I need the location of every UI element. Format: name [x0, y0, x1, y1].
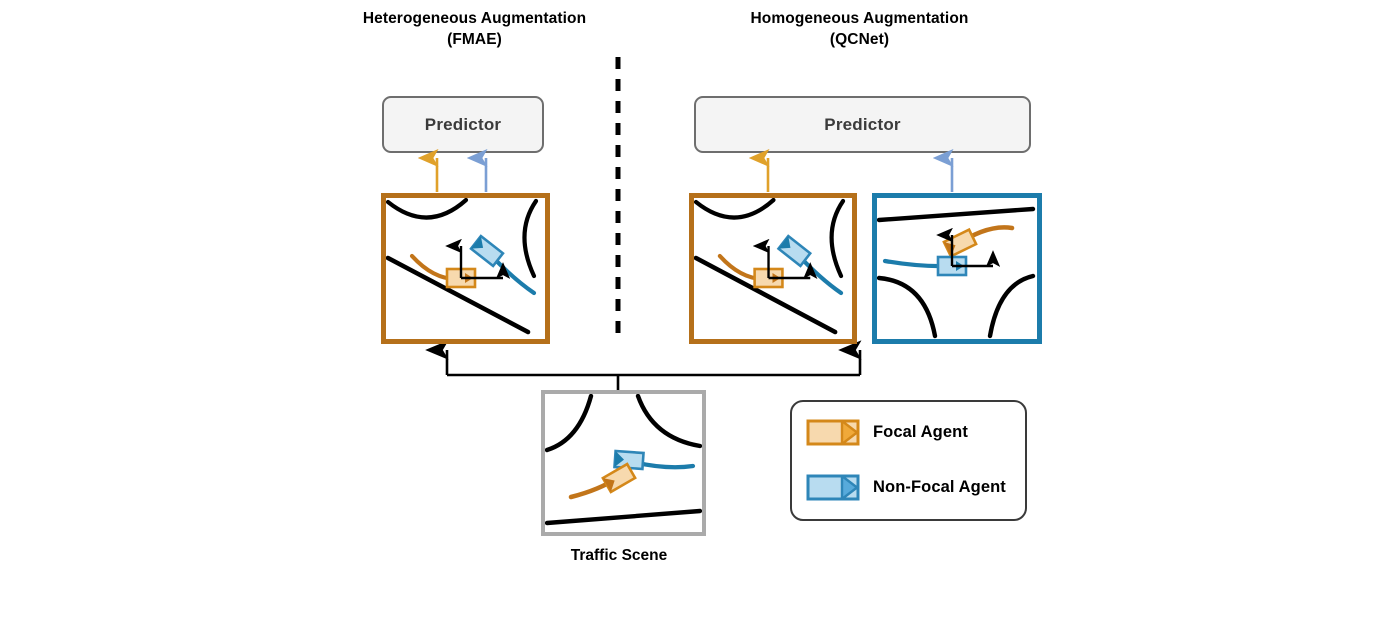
lane-marking-diagonal — [694, 255, 838, 335]
focal-agent-local-axes — [752, 238, 818, 280]
non-focal-agent-marker — [776, 234, 813, 268]
non-focal-agent-marker — [469, 234, 505, 268]
focal-agent-icon — [806, 419, 860, 446]
lane-marking-top-left — [694, 198, 776, 220]
lane-marking-right-curve — [522, 198, 539, 279]
column-title-line2: (FMAE) — [447, 31, 502, 48]
homogeneous-nonfocal-scene-drawing — [877, 206, 1036, 339]
scene-panel-homogeneous-nonfocal — [872, 193, 1042, 344]
lane-marking-right-curve — [829, 198, 846, 279]
legend-label-focal: Focal Agent — [873, 423, 968, 441]
predictor-label: Predictor — [824, 114, 901, 134]
focal-agent-marker — [601, 462, 637, 494]
column-title-homogeneous: Homogeneous Augmentation (QCNet) — [728, 8, 991, 50]
lane-marking-right-curve — [635, 394, 702, 449]
legend-item-focal-agent: Focal Agent — [806, 418, 968, 447]
predictor-box-left: Predictor — [382, 96, 544, 153]
lane-marking-diagonal — [386, 255, 531, 335]
scene-panel-homogeneous-focal — [689, 193, 857, 344]
lane-marking-bottom-left-curve — [877, 275, 938, 339]
legend-item-non-focal-agent: Non-Focal Agent — [806, 473, 1006, 502]
column-title-line2: (QCNet) — [829, 31, 890, 48]
lane-marking-bottom — [545, 508, 702, 526]
column-title-line1: Heterogeneous Augmentation — [362, 10, 587, 27]
heterogeneous-scene-drawing — [386, 198, 539, 335]
base-traffic-scene-drawing — [545, 394, 702, 526]
legend-label-non-focal: Non-Focal Agent — [873, 478, 1006, 496]
lane-marking-top-left — [386, 198, 469, 220]
lane-marking-top — [877, 206, 1036, 223]
non-focal-agent-local-axes — [936, 227, 1001, 268]
traffic-scene-caption: Traffic Scene — [570, 547, 668, 564]
focal-agent-local-axes — [445, 238, 511, 280]
lane-marking-left-curve — [545, 394, 594, 453]
legend: Focal Agent Non-Focal Agent — [790, 400, 1027, 521]
scene-distribution-connector — [425, 340, 862, 392]
column-title-line1: Homogeneous Augmentation — [750, 10, 969, 27]
lane-marking-bottom-right-curve — [987, 273, 1036, 339]
column-title-heterogeneous: Heterogeneous Augmentation (FMAE) — [343, 8, 606, 50]
predictor-box-right: Predictor — [694, 96, 1031, 153]
non-focal-agent-icon — [806, 474, 860, 501]
scene-panel-heterogeneous — [381, 193, 550, 344]
focal-agent-marker — [942, 227, 978, 259]
predictor-label: Predictor — [424, 114, 502, 134]
homogeneous-focal-scene-drawing — [694, 198, 846, 335]
scene-panel-traffic-base — [541, 390, 706, 536]
